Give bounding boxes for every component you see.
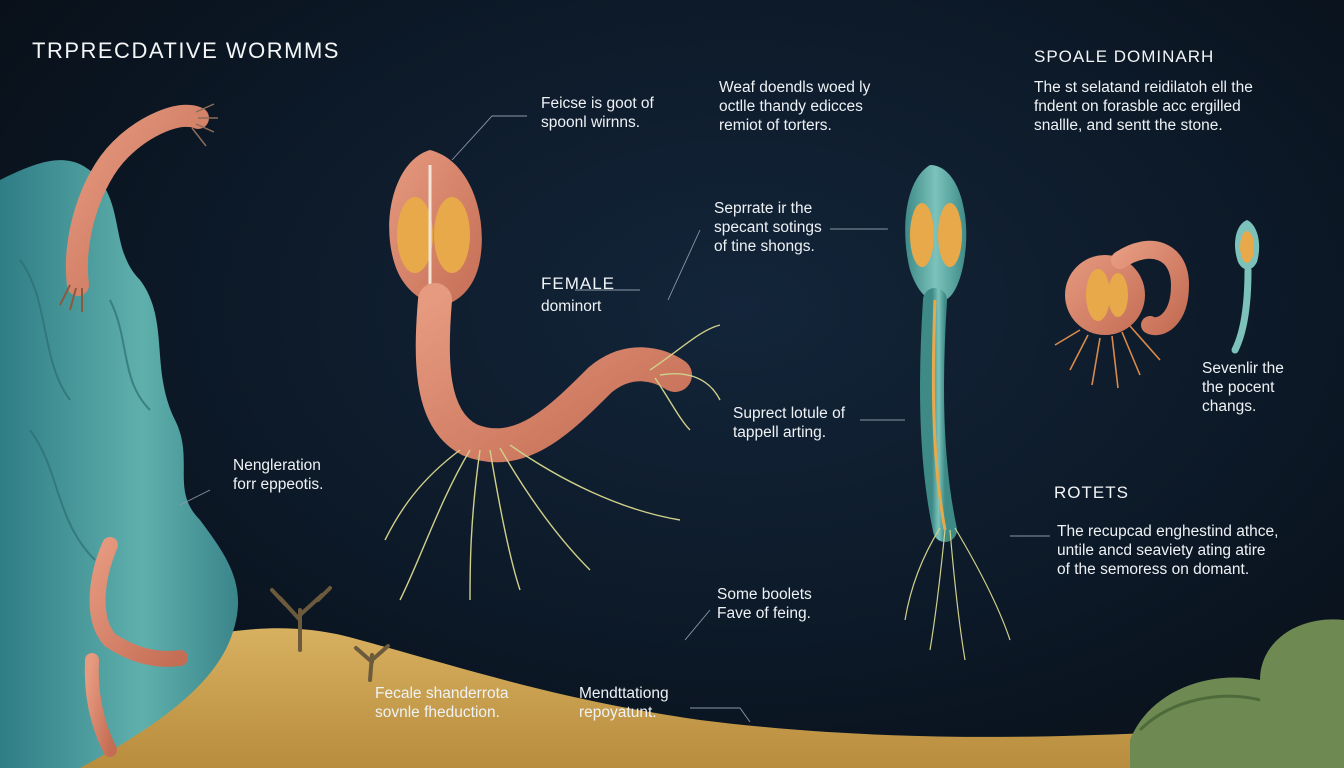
label-feicse: Feicse is goot of spoonl wirnns. xyxy=(541,94,654,132)
label-line: octlle thandy edicces xyxy=(719,98,863,115)
label-line: remiot of torters. xyxy=(719,117,832,134)
label-female-sub: dominort xyxy=(541,297,601,316)
green-rock xyxy=(1130,619,1344,768)
label-fecale: Fecale shanderrota sovnle fheduction. xyxy=(375,684,509,722)
female-spoon-worm xyxy=(384,150,721,601)
label-line: forr eppeotis. xyxy=(233,476,324,493)
label-line: sovnle fheduction. xyxy=(375,704,500,721)
label-mendt: Mendttationg repoyatunt. xyxy=(579,684,669,722)
label-line: changs. xyxy=(1202,398,1257,415)
small-curled-worm xyxy=(1054,240,1190,389)
heading-rotets: ROTETS xyxy=(1054,483,1129,502)
label-line: Fave of feing. xyxy=(717,605,811,622)
label-spoale-body: The st selatand reidilatoh ell the fnden… xyxy=(1034,78,1253,135)
label-line: Mendttationg xyxy=(579,685,669,702)
label-line: the pocent xyxy=(1202,379,1275,396)
label-rotets-body: The recupcad enghestind athce, untile an… xyxy=(1057,522,1278,579)
label-line: tappell arting. xyxy=(733,424,827,441)
label-line: Suprect lotule of xyxy=(733,405,846,422)
label-line: Sevenlir the xyxy=(1202,360,1284,377)
coral-tree xyxy=(270,586,390,682)
label-line: snallle, and sentt the stone. xyxy=(1034,117,1223,134)
label-line: Seprrate ir the xyxy=(714,200,813,217)
label-suprect: Suprect lotule of tappell arting. xyxy=(733,404,845,442)
seabed-sand xyxy=(0,628,1344,768)
rock-worm-top xyxy=(59,103,218,312)
label-line: Some boolets xyxy=(717,586,812,603)
label-seventr: Sevenlir the the pocent changs. xyxy=(1202,359,1284,416)
label-line: dominort xyxy=(541,298,602,315)
label-line: Fecale shanderrota xyxy=(375,685,509,702)
label-line: Nengleration xyxy=(233,457,321,474)
label-some: Some boolets Fave of feing. xyxy=(717,585,812,623)
label-seprrate: Seprrate ir the specant sotings of tine … xyxy=(714,199,822,256)
label-weaf: Weaf doendls woed ly octlle thandy edicc… xyxy=(719,78,870,135)
label-line: The recupcad enghestind athce, xyxy=(1057,523,1279,540)
label-line: of the semoress on domant. xyxy=(1057,561,1250,578)
label-line: Weaf doendls woed ly xyxy=(719,79,871,96)
label-line: Feicse is goot of xyxy=(541,95,654,112)
label-line: of tine shongs. xyxy=(714,238,815,255)
label-line: spoonl wirnns. xyxy=(541,114,641,131)
heading-spoale: SPOALE DOMINARH xyxy=(1034,47,1215,66)
coral-rock xyxy=(0,160,239,768)
rock-worm-bottom xyxy=(84,537,188,757)
elongated-worm xyxy=(904,165,1011,661)
label-line: untile ancd seaviety ating atire xyxy=(1057,542,1266,559)
label-line: The st selatand reidilatoh ell the xyxy=(1034,79,1253,96)
page-title: TRPRECDATIVE WORMMS xyxy=(32,38,340,63)
heading-female: FEMALE xyxy=(541,274,616,293)
tiny-worm xyxy=(1231,220,1260,354)
label-nengleration: Nengleration forr eppeotis. xyxy=(233,456,323,494)
label-line: specant sotings xyxy=(714,219,822,236)
label-line: repoyatunt. xyxy=(579,704,657,721)
label-line: fndent on forasble acc ergilled xyxy=(1034,98,1241,115)
